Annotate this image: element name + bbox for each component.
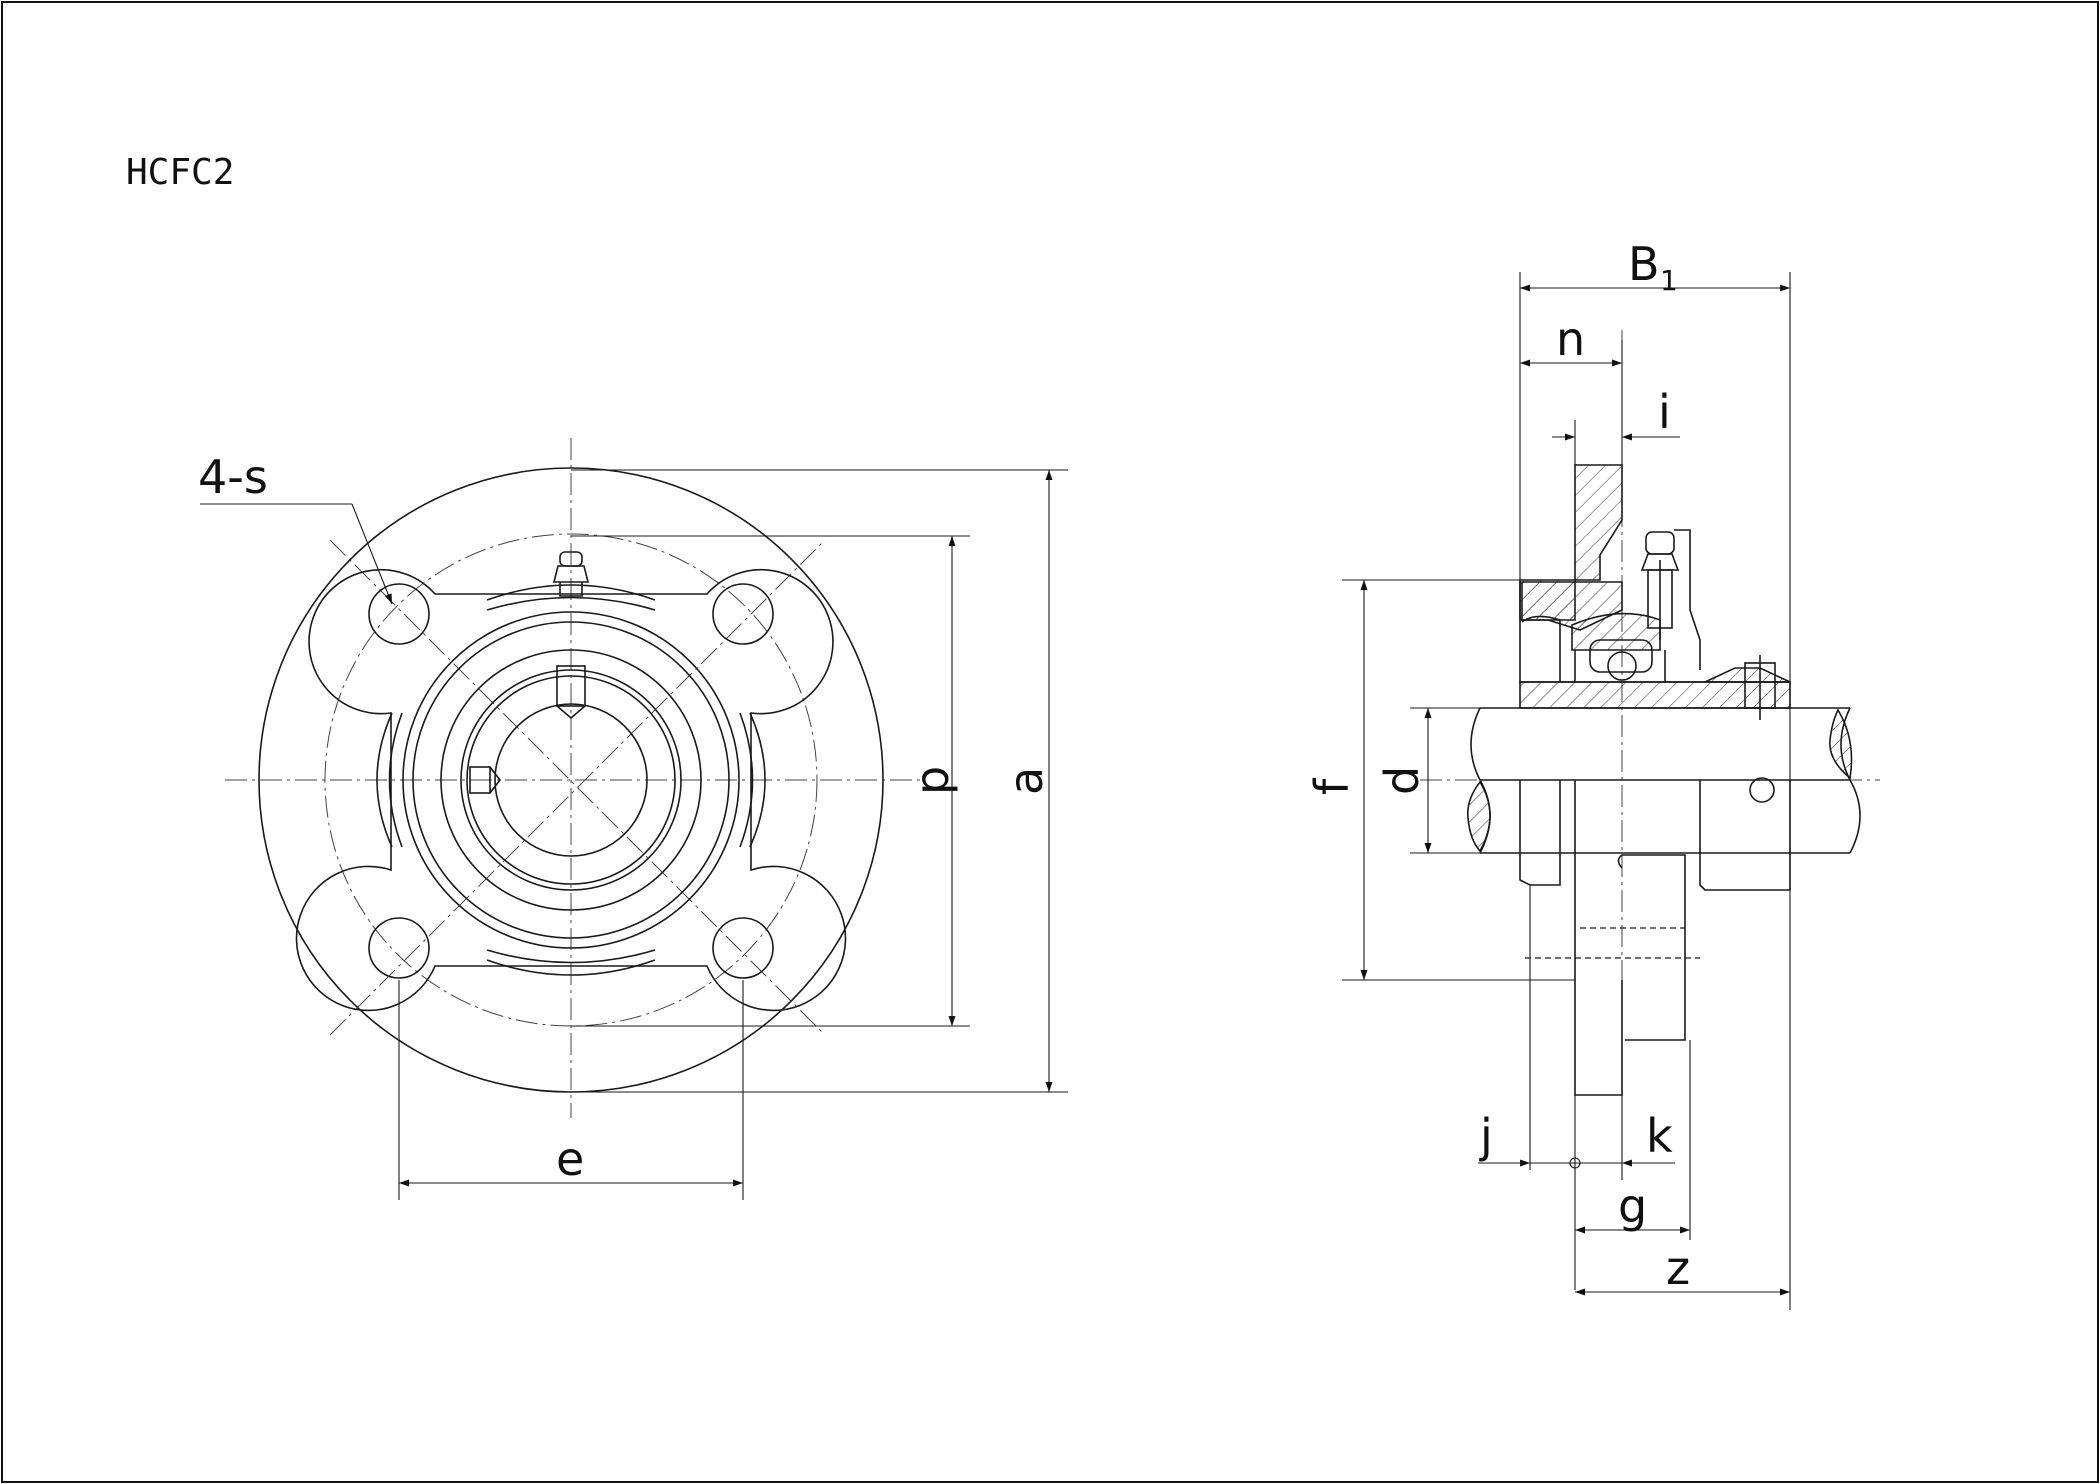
bolt-hole-top-right <box>712 583 774 645</box>
bolt-hole-bottom-left <box>368 917 430 979</box>
set-screw-left-icon <box>469 766 502 794</box>
dim-label-j: j <box>1479 1109 1493 1163</box>
dim-label-B1-subscript: 1 <box>1660 264 1678 297</box>
dim-label-i: i <box>1658 385 1671 439</box>
housing-lower-outline <box>1519 780 1791 1096</box>
shaft-outline <box>1480 707 1850 854</box>
dim-label-z: z <box>1666 1241 1690 1295</box>
dim-label-B1: B <box>1628 237 1660 291</box>
dim-label-e: e <box>556 1132 584 1186</box>
hole-callout-4-s: 4-s <box>198 450 268 504</box>
set-screw-top-icon <box>556 665 586 720</box>
housing-body-outline <box>295 568 847 1012</box>
dim-label-d: d <box>1375 766 1429 795</box>
drawing-title: HCFC2 <box>126 152 234 193</box>
grease-nipple-side-icon <box>1640 531 1680 640</box>
bearing-inner-ring <box>466 675 676 885</box>
dim-label-a: a <box>999 767 1053 795</box>
bolt-hole-bottom-right <box>712 917 774 979</box>
dim-label-n: n <box>1556 312 1585 366</box>
front-view: 4-s e p a <box>198 438 1068 1200</box>
bolt-hole-top-left <box>368 583 430 645</box>
dim-label-k: k <box>1646 1109 1673 1163</box>
dim-label-p: p <box>905 766 959 795</box>
dim-label-g: g <box>1618 1179 1647 1233</box>
bearing-outer-ring <box>440 649 702 911</box>
grease-nipple-icon <box>552 551 590 597</box>
shaft-bore <box>494 703 648 857</box>
inner-ring-section <box>1519 681 1791 709</box>
dim-label-f: f <box>1305 777 1359 795</box>
side-view: B 1 n i f d j k g <box>1305 237 1880 1310</box>
